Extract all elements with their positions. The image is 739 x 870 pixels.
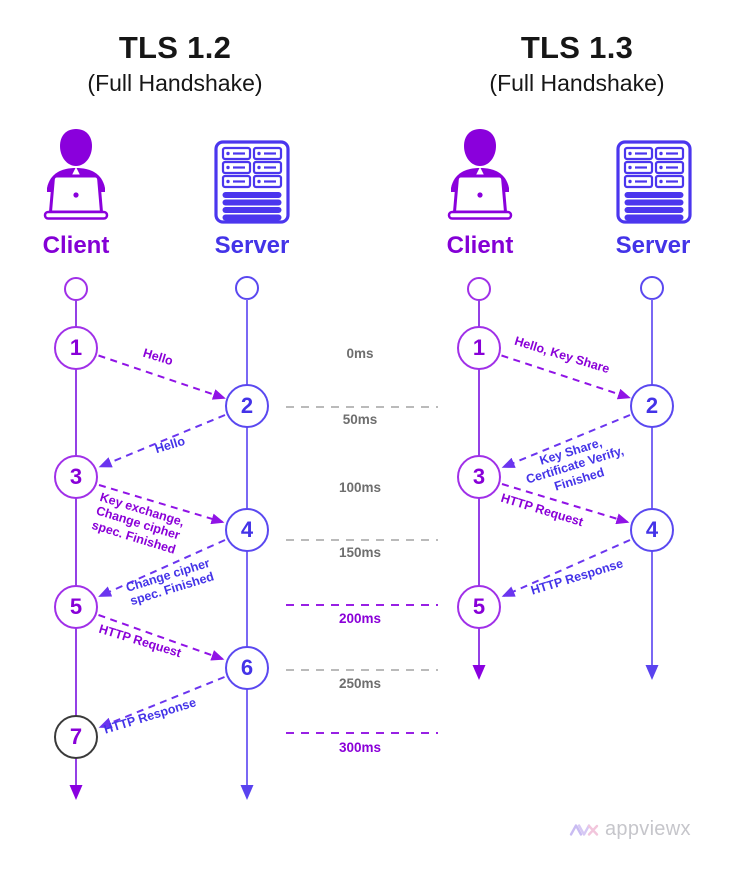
tls13-client-lifeline-head [467,277,491,301]
tls12-client-lifeline-head [64,277,88,301]
timeline-marker-250ms: 250ms [338,676,382,691]
tls12-node-1: 1 [54,326,98,370]
tls13-server-rack-icon [616,140,692,229]
timeline-marker-150ms: 150ms [338,545,382,560]
tls13-arrow-hellokeyshare [501,354,631,400]
tls12-node-5: 5 [54,585,98,629]
tls12-arrow-hello-s2c [98,414,226,468]
watermark-brand: appviewx [569,818,691,841]
tls13-title: TLS 1.3 [520,30,634,65]
tls12-server-arrow-down-icon [240,785,254,800]
timeline-marker-0ms: 0ms [346,346,374,361]
tls12-server-lifeline-head [235,276,259,300]
tls13-arrow-httpresponse [501,539,631,597]
tls12-node-2: 2 [225,384,269,428]
tls12-node-6: 6 [225,646,269,690]
tls13-node-1: 1 [457,326,501,370]
tls12-client-person-at-laptop-icon [40,126,112,227]
tls12-server-label: Server [214,232,290,259]
tls13-server-lifeline-head [640,276,664,300]
tls12-server-rack-icon [214,140,290,229]
tls12-arrow-changecipher [98,539,226,597]
timeline-marker-200ms: 200ms [338,611,382,626]
tls13-client-person-at-laptop-icon [444,126,516,227]
tls12-arrow-keyexchange [98,484,225,525]
tls13-client-label: Client [446,232,514,259]
tls12-title: TLS 1.2 [118,30,232,65]
tls13-server-arrow-down-icon [645,665,659,680]
tls13-node-3: 3 [457,455,501,499]
timeline-marker-300ms: 300ms [338,740,382,755]
timeline-marker-50ms: 50ms [342,412,378,427]
tls13-client-arrow-down-icon [472,665,486,680]
watermark-text: appviewx [605,818,691,840]
tls12-arrow-hello-c2s [98,354,226,400]
tls12-subtitle: (Full Handshake) [87,70,263,96]
tls13-subtitle: (Full Handshake) [489,70,665,96]
tls12-arrow-httprequest [98,614,225,661]
tls13-arrow-httprequest [501,483,630,525]
tls12-node-7: 7 [54,715,98,759]
timeline-marker-100ms: 100ms [338,480,382,495]
tls12-node-4: 4 [225,508,269,552]
tls13-server-label: Server [615,232,691,259]
appviewx-logo-icon [569,821,599,839]
tls12-client-label: Client [42,232,110,259]
tls13-node-4: 4 [630,508,674,552]
tls12-arrow-httpresponse [98,676,225,728]
tls12-node-3: 3 [54,455,98,499]
tls13-node-2: 2 [630,384,674,428]
tls13-node-5: 5 [457,585,501,629]
tls12-client-arrow-down-icon [69,785,83,800]
tls13-arrow-keyshare-certverify [501,414,631,468]
